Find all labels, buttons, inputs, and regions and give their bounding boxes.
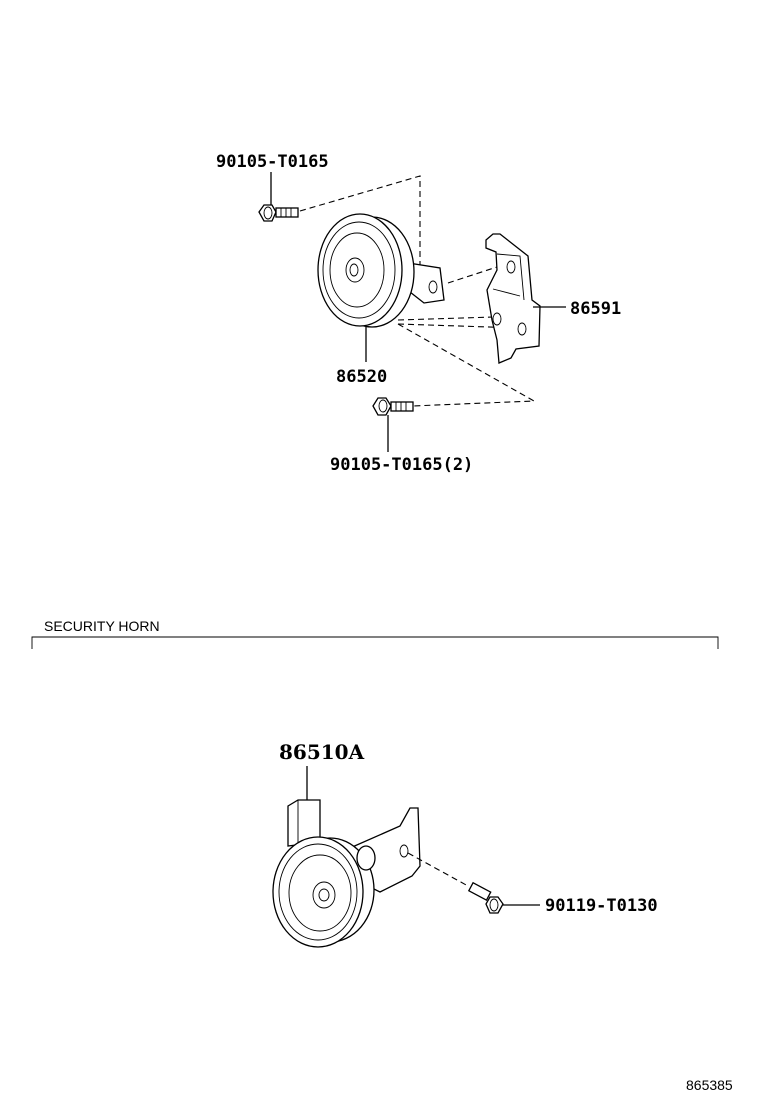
part-label-security-bolt: 90119-T0130 (545, 896, 658, 916)
bracket-86591-icon (485, 233, 541, 364)
part-label-security-horn: 86510A (279, 740, 365, 764)
dashed-guide-line-security (407, 852, 469, 887)
horn-86520-icon (317, 213, 445, 328)
diagram-reference-number: 865385 (686, 1077, 733, 1093)
part-label-bolt-bottom: 90105-T0165(2) (330, 455, 473, 475)
security-horn-86510a-icon (272, 799, 421, 948)
bolt-icon-bottom (372, 397, 414, 416)
section-title: SECURITY HORN (44, 618, 160, 634)
part-label-horn: 86520 (336, 367, 387, 387)
part-label-bolt-top: 90105-T0165 (216, 152, 329, 172)
part-label-bracket: 86591 (570, 299, 621, 319)
bolt-icon-top (258, 204, 299, 222)
section-bracket-line (31, 636, 719, 649)
bolt-icon-security (467, 881, 504, 914)
